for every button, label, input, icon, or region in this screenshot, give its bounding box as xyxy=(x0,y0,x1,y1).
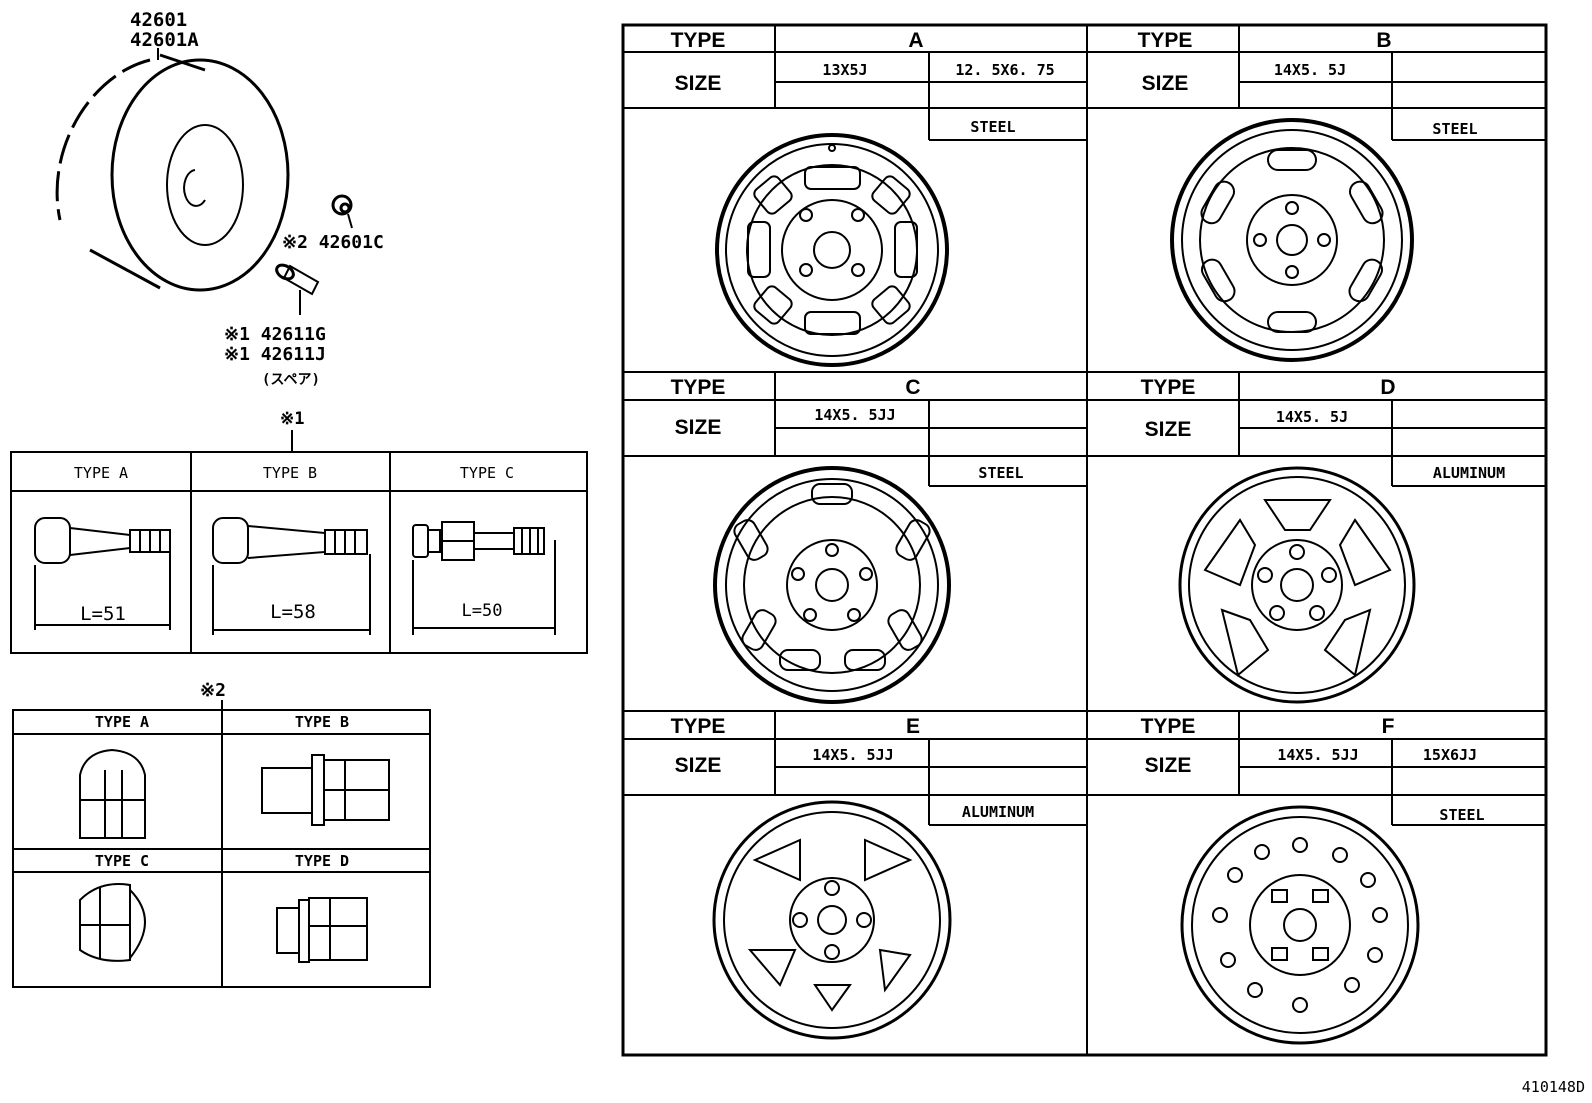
wheel-c-icon xyxy=(713,466,951,704)
wheel-b-material: STEEL xyxy=(1432,120,1477,138)
wheel-f-material: STEEL xyxy=(1439,806,1484,824)
valve-b-length: L=58 xyxy=(270,601,316,623)
part-number-wheel: 42601 xyxy=(130,9,187,31)
wheel-d-icon xyxy=(1178,466,1416,704)
type-b-size-label: SIZE xyxy=(1142,72,1189,95)
wheel-e-icon xyxy=(712,800,952,1040)
wheel-a-icon xyxy=(715,133,949,367)
type-b-type-label: TYPE xyxy=(1138,29,1193,52)
wheel-e-material: ALUMINUM xyxy=(962,803,1034,821)
type-a-size-label: SIZE xyxy=(675,72,722,95)
wheel-type-b: B xyxy=(1376,29,1391,52)
nut-b-icon xyxy=(261,754,390,826)
type-f-type-label: TYPE xyxy=(1141,715,1196,738)
type-e-size-label: SIZE xyxy=(675,754,722,777)
nut-d-icon xyxy=(276,897,368,963)
part-number-valve: ※1 42611G xyxy=(224,324,326,345)
wheel-exploded-view xyxy=(55,48,353,315)
valve-type-a-label: TYPE A xyxy=(74,464,128,482)
wheel-type-grid xyxy=(621,23,1548,1057)
nut-type-b-label: TYPE B xyxy=(295,713,349,731)
type-e-type-label: TYPE xyxy=(671,715,726,738)
wheel-f-size-1: 14X5. 5JJ xyxy=(1277,746,1358,764)
valve-a-icon xyxy=(34,517,171,630)
nut-type-c-label: TYPE C xyxy=(95,852,149,870)
wheel-d-material: ALUMINUM xyxy=(1433,464,1505,482)
wheel-a-size-2: 12. 5X6. 75 xyxy=(955,61,1054,79)
drawing-id: 410148D xyxy=(1522,1078,1585,1096)
part-number-nut: ※2 42601C xyxy=(282,232,384,253)
valve-stem-icon xyxy=(275,263,320,315)
valve-b-icon xyxy=(212,517,371,635)
wheel-type-e: E xyxy=(906,715,920,738)
wheel-e-size-1: 14X5. 5JJ xyxy=(812,746,893,764)
wheel-f-size-2: 15X6JJ xyxy=(1423,746,1477,764)
nut-type-table: ※2 TYPE A TYPE B TYPE C TYPE D xyxy=(12,680,431,988)
type-c-type-label: TYPE xyxy=(671,376,726,399)
wheel-c-material: STEEL xyxy=(978,464,1023,482)
type-d-size-label: SIZE xyxy=(1145,418,1192,441)
valve-type-c-label: TYPE C xyxy=(460,464,514,482)
wheel-type-a: A xyxy=(908,29,923,52)
valve-c-length: L=50 xyxy=(462,601,503,621)
type-d-type-label: TYPE xyxy=(1141,376,1196,399)
part-number-valve-alt: ※1 42611J xyxy=(224,344,326,365)
nut-type-a-label: TYPE A xyxy=(95,713,149,731)
wheel-f-icon xyxy=(1180,805,1420,1045)
nut-a-icon xyxy=(79,748,146,839)
wheel-b-icon xyxy=(1170,118,1414,362)
wheel-type-d: D xyxy=(1380,376,1395,399)
type-c-size-label: SIZE xyxy=(675,416,722,439)
wheel-type-c: C xyxy=(905,376,920,399)
wheel-a-size-1: 13X5J xyxy=(822,61,867,79)
valve-c-icon xyxy=(412,521,556,635)
wheel-b-size-1: 14X5. 5J xyxy=(1274,61,1346,79)
nut-table-mark: ※2 xyxy=(200,680,226,701)
type-f-size-label: SIZE xyxy=(1145,754,1192,777)
wheel-a-material: STEEL xyxy=(970,118,1015,136)
wheel-type-f: F xyxy=(1382,715,1395,738)
type-a-type-label: TYPE xyxy=(671,29,726,52)
valve-type-b-label: TYPE B xyxy=(263,464,317,482)
lug-nut-icon xyxy=(331,194,353,229)
valve-a-length: L=51 xyxy=(80,603,126,625)
valve-table-mark: ※1 xyxy=(280,409,304,429)
nut-type-d-label: TYPE D xyxy=(295,852,349,870)
wheel-c-size-1: 14X5. 5JJ xyxy=(814,406,895,424)
valve-note: (スペア) xyxy=(262,372,320,388)
wheel-d-size-1: 14X5. 5J xyxy=(1276,408,1348,426)
nut-c-icon xyxy=(79,883,146,962)
part-number-wheel-alt: 42601A xyxy=(130,29,199,51)
valve-type-table: ※1 TYPE A TYPE B TYPE C L=51 L=58 xyxy=(10,409,588,654)
